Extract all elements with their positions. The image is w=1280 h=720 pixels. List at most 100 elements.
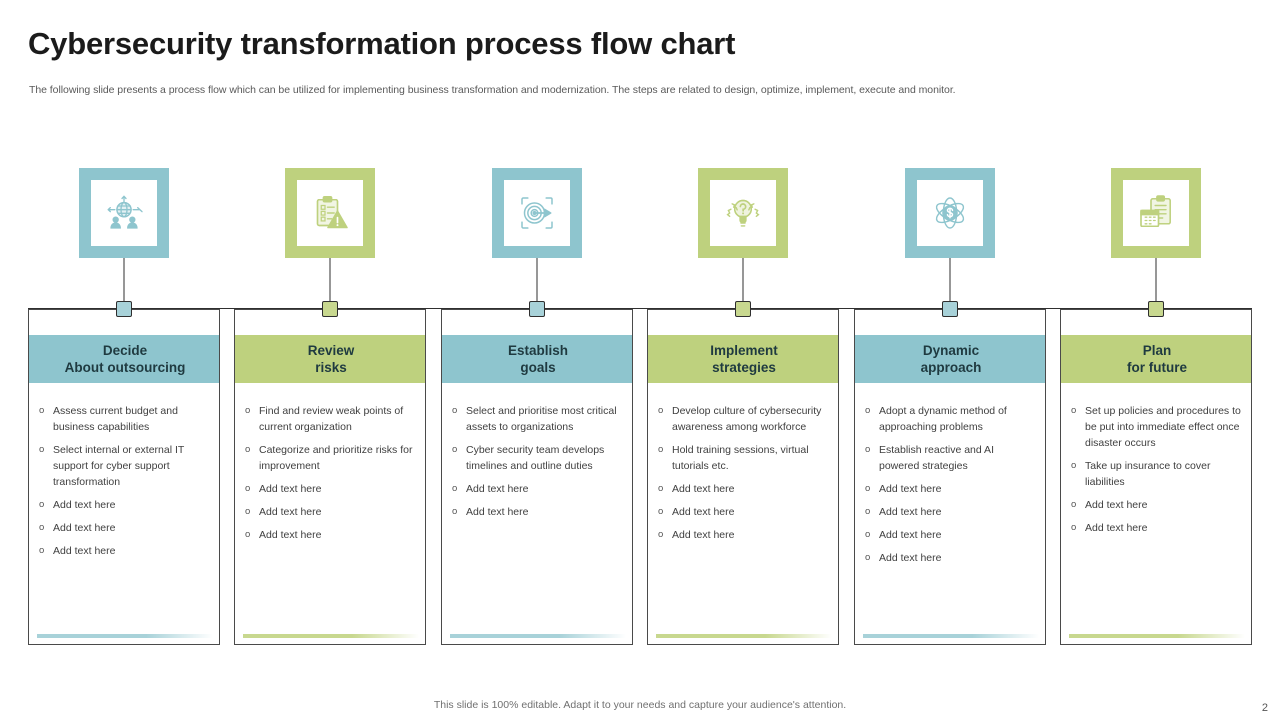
bullet-text: Add text here [53,545,116,557]
rail-segment-left-review-risks [222,308,322,309]
step-heading-line1: Decide [102,343,148,358]
card-accent-bar-establish-goals [450,634,626,638]
rail-segment-right-establish-goals [545,308,645,309]
bullet-marker-icon: o [452,506,458,517]
bullet-marker-icon: o [865,483,871,494]
bullet-marker-icon: o [1071,405,1077,416]
connector-node-decide-about-outsourcing [116,301,132,317]
bullet-marker-icon: o [658,444,664,455]
step-heading-line1: Implement [710,343,778,358]
bullet-marker-icon: o [245,405,251,416]
bullet-text: Add text here [879,483,942,495]
bullet-text: Cyber security team develops timelines a… [466,444,605,472]
bullet-text: Develop culture of cybersecurity awarene… [672,405,822,433]
rail-segment-right-decide-about-outsourcing [132,308,232,309]
connector-node-review-risks [322,301,338,317]
bullet-marker-icon: o [658,405,664,416]
bullet-marker-icon: o [452,405,458,416]
connector-line-implement-strategies [742,258,744,308]
bullet-text: Add text here [259,483,322,495]
bullet-text: Add text here [1085,499,1148,511]
connector-node-plan-for-future [1148,301,1164,317]
bullet-text: Add text here [879,552,942,564]
bullet-text: Add text here [879,529,942,541]
step-heading-line1: Dynamic [922,343,980,358]
card-accent-bar-implement-strategies [656,634,832,638]
bullet-text: Add text here [1085,522,1148,534]
bullet-marker-icon: o [865,405,871,416]
rail-segment-left-implement-strategies [635,308,735,309]
step-heading-line2: risks [315,360,347,375]
connector-node-implement-strategies [735,301,751,317]
rail-segment-left-establish-goals [429,308,529,309]
connector-line-dynamic-approach [949,258,951,308]
connector-line-review-risks [329,258,331,308]
bullet-item: o Add text here [865,481,1037,497]
globe-network-people-icon [91,180,157,246]
bullet-marker-icon: o [865,444,871,455]
target-arrow-icon [504,180,570,246]
icon-frame-implement-strategies [698,168,788,258]
bullet-text: Establish reactive and AI powered strate… [879,444,994,472]
page-number: 2 [1261,702,1268,714]
bullet-item: o Cyber security team develops timelines … [452,442,624,474]
connector-node-dynamic-approach [942,301,958,317]
bullet-item: o Add text here [1071,497,1243,513]
icon-frame-review-risks [285,168,375,258]
bullet-text: Select internal or external IT support f… [53,444,185,488]
bullet-marker-icon: o [39,405,45,416]
bullet-item: o Establish reactive and AI powered strat… [865,442,1037,474]
bullet-marker-icon: o [452,444,458,455]
step-heading-line2: for future [1127,360,1187,375]
bullet-text: Add text here [466,483,529,495]
icon-frame-decide-about-outsourcing [79,168,169,258]
bullet-text: Set up policies and procedures to be put… [1085,405,1241,449]
connector-line-establish-goals [536,258,538,308]
step-heading-line2: About outsourcing [64,360,186,375]
bullet-marker-icon: o [39,522,45,533]
bullet-text: Add text here [53,522,116,534]
connector-node-establish-goals [529,301,545,317]
bullet-marker-icon: o [1071,499,1077,510]
connector-line-decide-about-outsourcing [123,258,125,308]
step-heading-line2: approach [920,360,982,375]
bullet-text: Add text here [259,506,322,518]
bullet-marker-icon: o [245,444,251,455]
bullet-text: Add text here [879,506,942,518]
step-bullet-list-plan-for-future: o Set up policies and procedures to be pu… [1061,391,1251,543]
bullet-item: o Develop culture of cybersecurity awaren… [658,403,830,435]
